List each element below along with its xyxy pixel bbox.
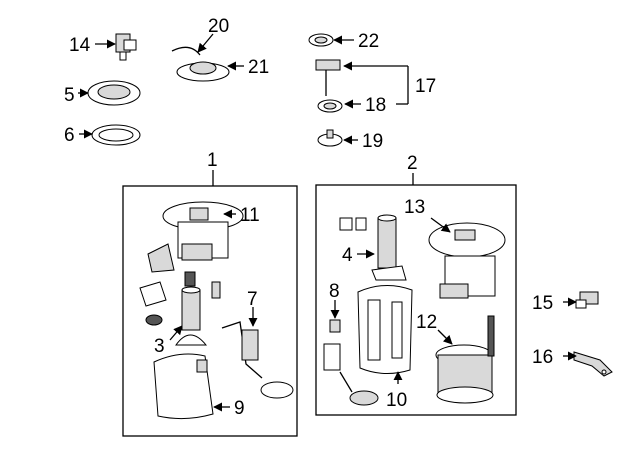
callout-7: 7 bbox=[247, 289, 258, 310]
callout-20: 20 bbox=[208, 16, 229, 37]
part-12-pump-housing bbox=[435, 315, 495, 404]
callout-6: 6 bbox=[64, 125, 75, 146]
callout-10: 10 bbox=[386, 390, 407, 411]
part-4-fuel-pump bbox=[339, 214, 407, 281]
part-21-cap bbox=[171, 46, 230, 82]
callout-16: 16 bbox=[532, 347, 553, 368]
part-15-connector bbox=[575, 291, 599, 309]
part-19-cap bbox=[317, 129, 343, 147]
callout-14: 14 bbox=[69, 35, 91, 56]
part-3-fuel-pump bbox=[145, 286, 208, 346]
callout-8: 8 bbox=[329, 281, 340, 302]
callout-21: 21 bbox=[248, 57, 269, 78]
callout-15: 15 bbox=[532, 293, 553, 314]
callout-17: 17 bbox=[415, 76, 436, 97]
callout-5: 5 bbox=[64, 85, 75, 106]
callout-19: 19 bbox=[362, 131, 383, 152]
callout-22: 22 bbox=[358, 31, 379, 52]
part-11-pump-module-top bbox=[162, 201, 244, 261]
part-17-regulator bbox=[315, 59, 343, 113]
part-pump-bracket bbox=[139, 243, 221, 307]
callout-1: 1 bbox=[207, 150, 218, 171]
part-14-valve bbox=[115, 33, 137, 61]
part-9-strainer-cup bbox=[153, 353, 214, 420]
callout-18: 18 bbox=[365, 95, 386, 116]
part-22-ring bbox=[308, 33, 334, 47]
part-7-sender-unit bbox=[221, 321, 294, 399]
callout-9: 9 bbox=[234, 398, 245, 419]
assembly-box-1 bbox=[122, 185, 298, 437]
part-10-strainer-cup bbox=[357, 285, 413, 374]
part-5-plate bbox=[87, 80, 141, 106]
callout-11: 11 bbox=[240, 205, 260, 226]
callout-12: 12 bbox=[416, 312, 437, 333]
callout-2: 2 bbox=[407, 153, 418, 174]
callout-13: 13 bbox=[404, 197, 425, 218]
callout-4: 4 bbox=[342, 245, 353, 266]
part-6-gasket bbox=[91, 124, 141, 146]
assembly-box-2 bbox=[315, 184, 517, 416]
part-8-sender-unit bbox=[323, 319, 379, 406]
callout-3: 3 bbox=[154, 336, 165, 357]
part-13-pump-module-top bbox=[428, 222, 506, 299]
part-16-bracket bbox=[573, 351, 613, 377]
